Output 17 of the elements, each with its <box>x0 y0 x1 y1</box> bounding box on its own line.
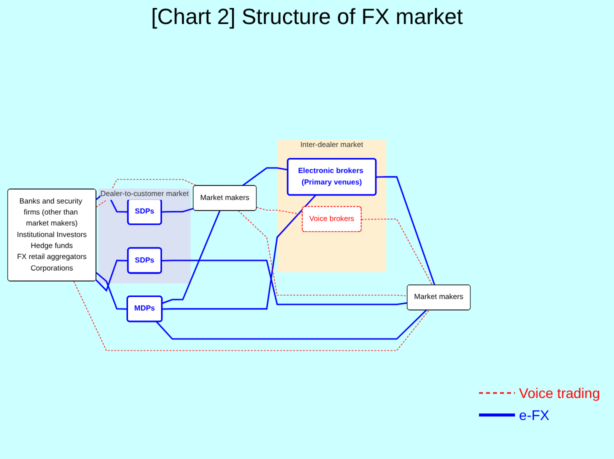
connector <box>161 208 194 212</box>
connector <box>162 194 316 310</box>
connector <box>96 272 128 310</box>
connector <box>238 210 408 296</box>
connector <box>73 280 430 351</box>
connector <box>376 176 436 286</box>
diagram-title: [Chart 2] Structure of FX market <box>150 4 464 30</box>
connector <box>96 178 197 208</box>
connector <box>161 260 408 306</box>
legend-label: Voice trading <box>519 385 600 401</box>
connector <box>242 167 288 186</box>
connector <box>162 210 220 304</box>
connector <box>156 310 427 340</box>
connector <box>256 206 303 215</box>
connector <box>95 260 128 292</box>
legend-label: e-FX <box>519 407 550 423</box>
connector <box>361 218 433 286</box>
